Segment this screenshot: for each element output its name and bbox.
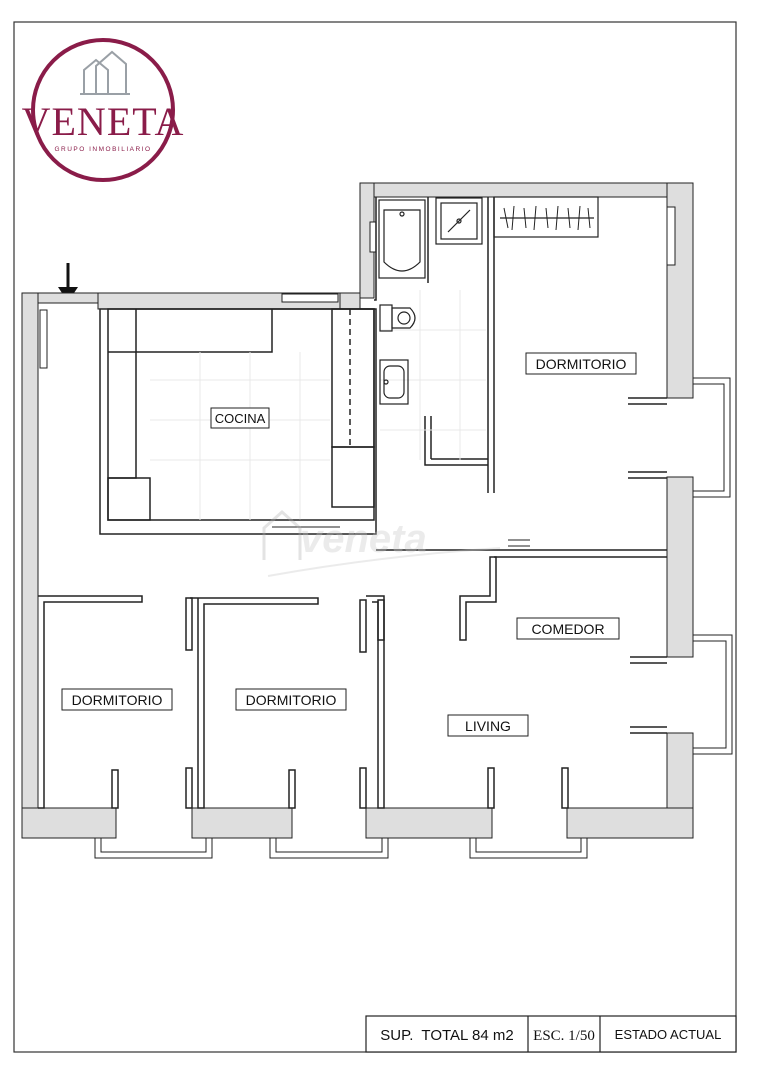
room-label-comedor: COMEDOR — [516, 617, 620, 640]
logo-tagline: GRUPO INMOBILIARIO — [54, 146, 151, 153]
title-block: SUP. TOTAL 84 m2 ESC. 1/50 ESTADO ACTUAL — [365, 1015, 737, 1053]
room-label-living: LIVING — [447, 714, 529, 737]
bathtub-icon — [378, 199, 426, 279]
balconies — [94, 377, 733, 859]
svg-text:LIVING: LIVING — [465, 718, 511, 734]
exterior-walls — [21, 182, 694, 839]
company-logo: VENETA GRUPO INMOBILIARIO — [22, 38, 185, 182]
svg-text:DORMITORIO: DORMITORIO — [536, 356, 627, 372]
room-label-dormitorio-top: DORMITORIO — [525, 352, 637, 375]
shower-icon — [435, 197, 483, 245]
logo-brand: VENETA — [22, 99, 185, 144]
house-logo-icon — [80, 50, 130, 95]
toilet-icon — [379, 304, 416, 332]
room-label-cocina: COCINA — [210, 407, 270, 429]
interior-walls — [38, 197, 667, 809]
svg-text:COCINA: COCINA — [215, 411, 266, 426]
veneta-watermark: veneta — [262, 509, 501, 577]
watermark-house-icon — [262, 509, 302, 560]
room-label-dormitorio-mid: DORMITORIO — [235, 688, 347, 711]
logo-circle — [31, 38, 175, 182]
svg-text:DORMITORIO: DORMITORIO — [246, 692, 337, 708]
room-label-dormitorio-left: DORMITORIO — [61, 688, 173, 711]
svg-text:DORMITORIO: DORMITORIO — [72, 692, 163, 708]
sink-icon — [379, 359, 409, 405]
title-state: ESTADO ACTUAL — [615, 1027, 722, 1042]
kitchen-door — [272, 519, 530, 547]
wardrobe-icon — [493, 196, 599, 238]
watermark-text: veneta — [300, 517, 427, 561]
title-scale: ESC. 1/50 — [533, 1028, 595, 1044]
svg-text:COMEDOR: COMEDOR — [531, 621, 604, 637]
title-surface: SUP. TOTAL 84 m2 — [380, 1027, 513, 1044]
floor-tiles — [150, 290, 486, 520]
